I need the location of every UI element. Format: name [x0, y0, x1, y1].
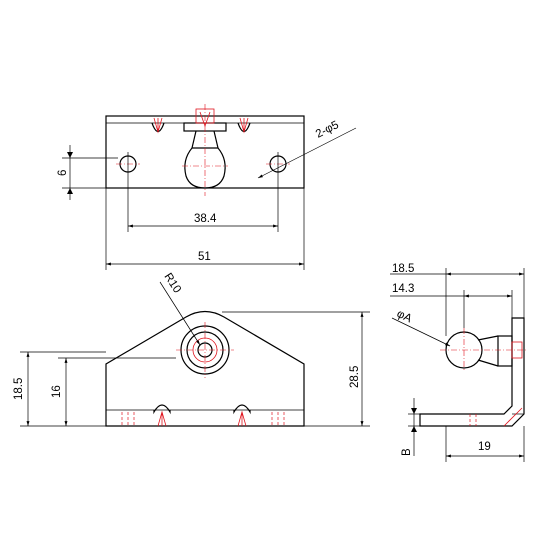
dim-ball-label: φA [395, 308, 414, 326]
front-notch-left [153, 404, 171, 415]
dim-28-5-label: 28.5 [349, 366, 361, 388]
dim-b-label: B [401, 448, 413, 456]
top-view: 6 38.4 51 2-φ5 [57, 104, 357, 270]
side-view: 18.5 14.3 φA B 19 [390, 263, 528, 462]
dim-19-label: 19 [478, 441, 491, 453]
dim-6-label: 6 [57, 170, 69, 176]
front-notch-right [233, 404, 251, 415]
dim-holes-leader [257, 127, 357, 179]
top-ball-neck [191, 130, 219, 149]
dim-r10-label: R10 [161, 271, 183, 295]
dim-14-3-label: 14.3 [392, 283, 414, 295]
dim-18-5-front-label: 18.5 [13, 378, 25, 400]
dim-16-label: 16 [51, 385, 63, 398]
dim-ball-leader [391, 317, 451, 347]
front-view: R10 28.5 18.5 16 [13, 271, 370, 427]
dim-38-4-label: 38.4 [194, 213, 217, 225]
side-stud-block [497, 335, 513, 367]
top-ball [184, 147, 226, 189]
front-view-outline [105, 310, 305, 427]
dim-51-label: 51 [198, 251, 211, 263]
dim-r10-leader [159, 281, 201, 346]
side-ball-neck [477, 335, 499, 367]
dim-18-5-side-label: 18.5 [392, 263, 414, 275]
